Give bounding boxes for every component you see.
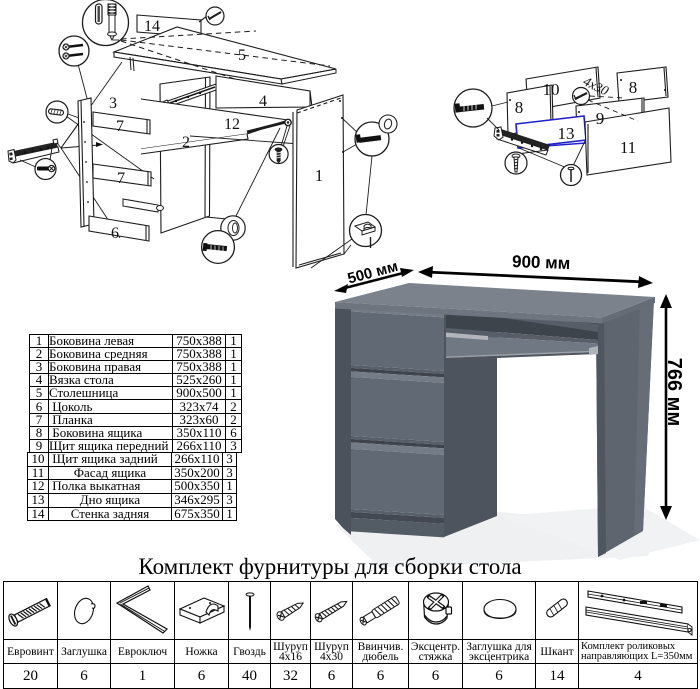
svg-text:7: 7	[117, 170, 125, 187]
svg-text:3: 3	[109, 95, 117, 112]
svg-text:9: 9	[596, 109, 605, 128]
svg-text:7: 7	[116, 118, 124, 135]
svg-text:8: 8	[629, 78, 638, 97]
svg-text:4: 4	[259, 93, 267, 110]
svg-text:2: 2	[182, 134, 190, 151]
svg-text:12: 12	[224, 116, 240, 133]
svg-text:13: 13	[558, 124, 575, 143]
svg-text:6: 6	[111, 225, 119, 242]
svg-text:10: 10	[543, 80, 560, 99]
svg-text:500 мм: 500 мм	[346, 258, 400, 288]
svg-text:5: 5	[238, 47, 246, 64]
svg-text:14: 14	[144, 18, 160, 35]
svg-text:11: 11	[620, 138, 636, 157]
svg-text:900 мм: 900 мм	[512, 252, 571, 273]
svg-text:1: 1	[315, 166, 324, 185]
svg-text:766 мм: 766 мм	[663, 358, 685, 427]
svg-text:8: 8	[515, 98, 524, 117]
